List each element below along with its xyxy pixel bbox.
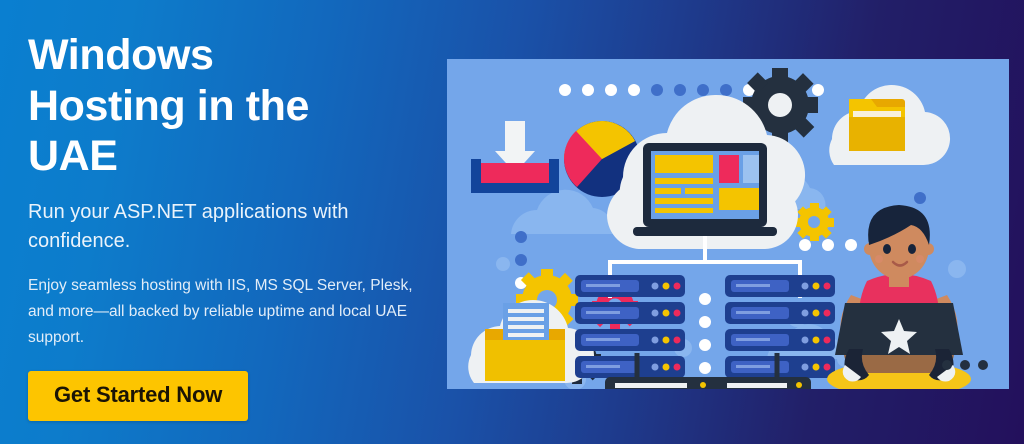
pie-chart-icon	[563, 121, 640, 197]
subheading: Run your ASP.NET applications with confi…	[28, 201, 349, 252]
copy-block: Windows Hosting in the UAE Run your ASP.…	[28, 30, 428, 421]
gear-yellow-small-icon	[795, 203, 834, 241]
cloud-with-file-envelope	[468, 300, 595, 384]
server-rack-right	[725, 275, 835, 378]
body-paragraph: Enjoy seamless hosting with IIS, MS SQL …	[28, 276, 413, 346]
get-started-button[interactable]: Get Started Now	[28, 370, 249, 421]
cloud-with-laptop	[606, 94, 806, 298]
cloud-with-folder-icon	[829, 84, 951, 166]
dot-row-bottom-right	[942, 360, 988, 370]
cloud-hosting-illustration	[447, 59, 1009, 389]
download-tray-icon	[471, 121, 559, 193]
dot-column-center	[699, 293, 711, 374]
server-rack-left	[575, 275, 685, 378]
network-switch	[605, 353, 811, 389]
person-with-laptop	[827, 205, 971, 389]
page-title: Windows Hosting in the UAE	[28, 31, 310, 181]
